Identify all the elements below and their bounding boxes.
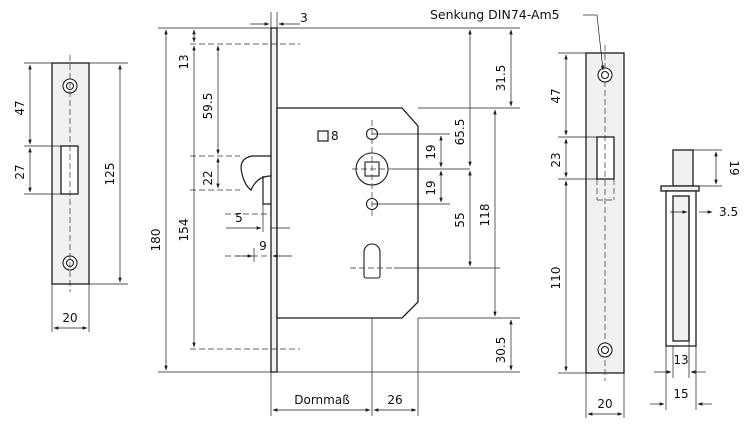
dim-19-bottom: 19 [424, 180, 438, 195]
face-dim-23: 23 [549, 152, 563, 167]
face-dim-20: 20 [597, 397, 612, 411]
dim-22: 22 [201, 170, 215, 185]
side-latch-bolt-opening [596, 136, 615, 180]
bolt-dim-15: 15 [673, 387, 688, 401]
face-dim-110: 110 [549, 267, 563, 290]
dim-backset: Dornmaß [294, 393, 350, 407]
square-spindle-symbol [317, 130, 329, 142]
lock-edge-view: 19 3.5 13 15 [650, 149, 741, 410]
dim-9: 9 [259, 239, 267, 253]
dim-31-5: 31.5 [494, 65, 508, 92]
strike-dim-47: 47 [13, 100, 27, 115]
strike-plate-latch-opening [60, 145, 79, 195]
dim-26: 26 [387, 393, 402, 407]
dim-5: 5 [235, 211, 243, 225]
faceplate-side-view: Senkung DIN74-Am5 47 23 110 20 [430, 7, 625, 418]
side-bottom-screw-hole-inner [600, 345, 610, 355]
strike-dim-125: 125 [103, 163, 117, 186]
latch-bolt-stem [262, 176, 271, 205]
lock-body-view: 3 180 13 154 59.5 22 5 9 8 [149, 11, 520, 416]
dim-180: 180 [149, 229, 163, 252]
bolt-dim-19: 19 [727, 160, 741, 175]
side-top-screw-hole-inner [600, 70, 610, 80]
dim-55: 55 [453, 212, 467, 227]
dim-118: 118 [478, 204, 492, 227]
countersink-note: Senkung DIN74-Am5 [430, 7, 560, 22]
edge-case-inner [672, 195, 690, 342]
edge-latch-head [672, 149, 694, 187]
strike-plate-view: 47 27 125 20 [13, 55, 128, 332]
dim-13: 13 [177, 54, 191, 69]
dim-19-top: 19 [424, 144, 438, 159]
square-spindle-size: 8 [331, 129, 339, 143]
strike-dim-27: 27 [13, 164, 27, 179]
latch-bolt [240, 155, 272, 191]
lock-case [276, 107, 419, 319]
edge-flange [660, 185, 700, 192]
dim-30-5: 30.5 [494, 337, 508, 364]
dim-59-5: 59.5 [201, 93, 215, 120]
cylinder-keyhole [363, 243, 381, 279]
face-dim-47: 47 [549, 88, 563, 103]
dim-65-5: 65.5 [453, 119, 467, 146]
dim-faceplate-3: 3 [300, 11, 308, 25]
bolt-dim-3-5: 3.5 [719, 205, 738, 219]
bolt-dim-13: 13 [673, 353, 688, 367]
strike-dim-20: 20 [62, 311, 77, 325]
dim-154: 154 [177, 219, 191, 242]
lock-faceplate [270, 27, 278, 373]
